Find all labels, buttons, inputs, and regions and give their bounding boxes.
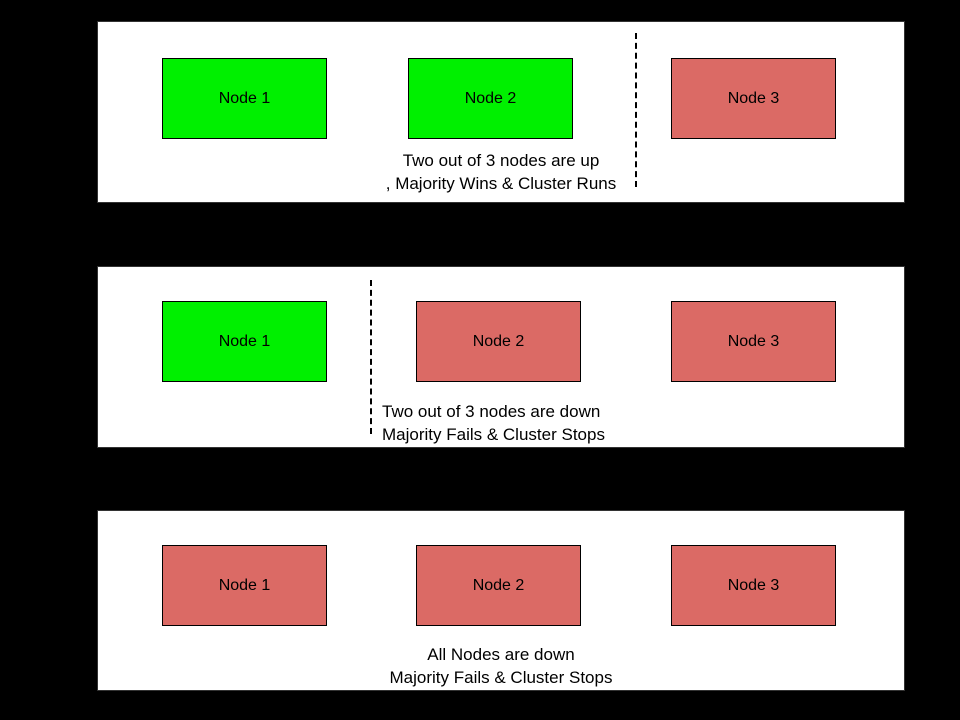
panel-caption: Two out of 3 nodes are up , Majority Win… — [98, 149, 904, 195]
panel-two-nodes-up: Node 1 Node 2 Node 3 Two out of 3 nodes … — [97, 21, 905, 203]
network-partition-dashed-line — [635, 33, 637, 187]
panel-all-nodes-down: Node 1 Node 2 Node 3 All Nodes are down … — [97, 510, 905, 691]
caption-line-2: , Majority Wins & Cluster Runs — [385, 174, 617, 193]
node-3-box: Node 3 — [671, 545, 836, 626]
caption-line-2: Majority Fails & Cluster Stops — [389, 668, 613, 687]
network-partition-dashed-line — [370, 280, 372, 434]
node-1-label: Node 1 — [218, 89, 271, 107]
node-2-box: Node 2 — [416, 545, 581, 626]
node-3-box: Node 3 — [671, 58, 836, 139]
node-1-box: Node 1 — [162, 545, 327, 626]
node-2-label: Node 2 — [464, 89, 517, 107]
panel-caption: Two out of 3 nodes are down Majority Fai… — [382, 400, 605, 446]
node-2-label: Node 2 — [472, 332, 525, 350]
node-3-label: Node 3 — [727, 332, 780, 350]
panel-two-nodes-down: Node 1 Node 2 Node 3 Two out of 3 nodes … — [97, 266, 905, 448]
node-1-box: Node 1 — [162, 301, 327, 382]
node-3-box: Node 3 — [671, 301, 836, 382]
caption-line-2: Majority Fails & Cluster Stops — [382, 425, 605, 444]
node-1-label: Node 1 — [218, 332, 271, 350]
node-2-label: Node 2 — [472, 576, 525, 594]
node-1-box: Node 1 — [162, 58, 327, 139]
node-3-label: Node 3 — [727, 576, 780, 594]
panel-caption: All Nodes are down Majority Fails & Clus… — [98, 643, 904, 689]
caption-line-1: Two out of 3 nodes are down — [382, 402, 601, 421]
node-3-label: Node 3 — [727, 89, 780, 107]
node-2-box: Node 2 — [408, 58, 573, 139]
caption-line-1: All Nodes are down — [427, 645, 575, 664]
node-2-box: Node 2 — [416, 301, 581, 382]
caption-line-1: Two out of 3 nodes are up — [402, 151, 600, 170]
node-1-label: Node 1 — [218, 576, 271, 594]
